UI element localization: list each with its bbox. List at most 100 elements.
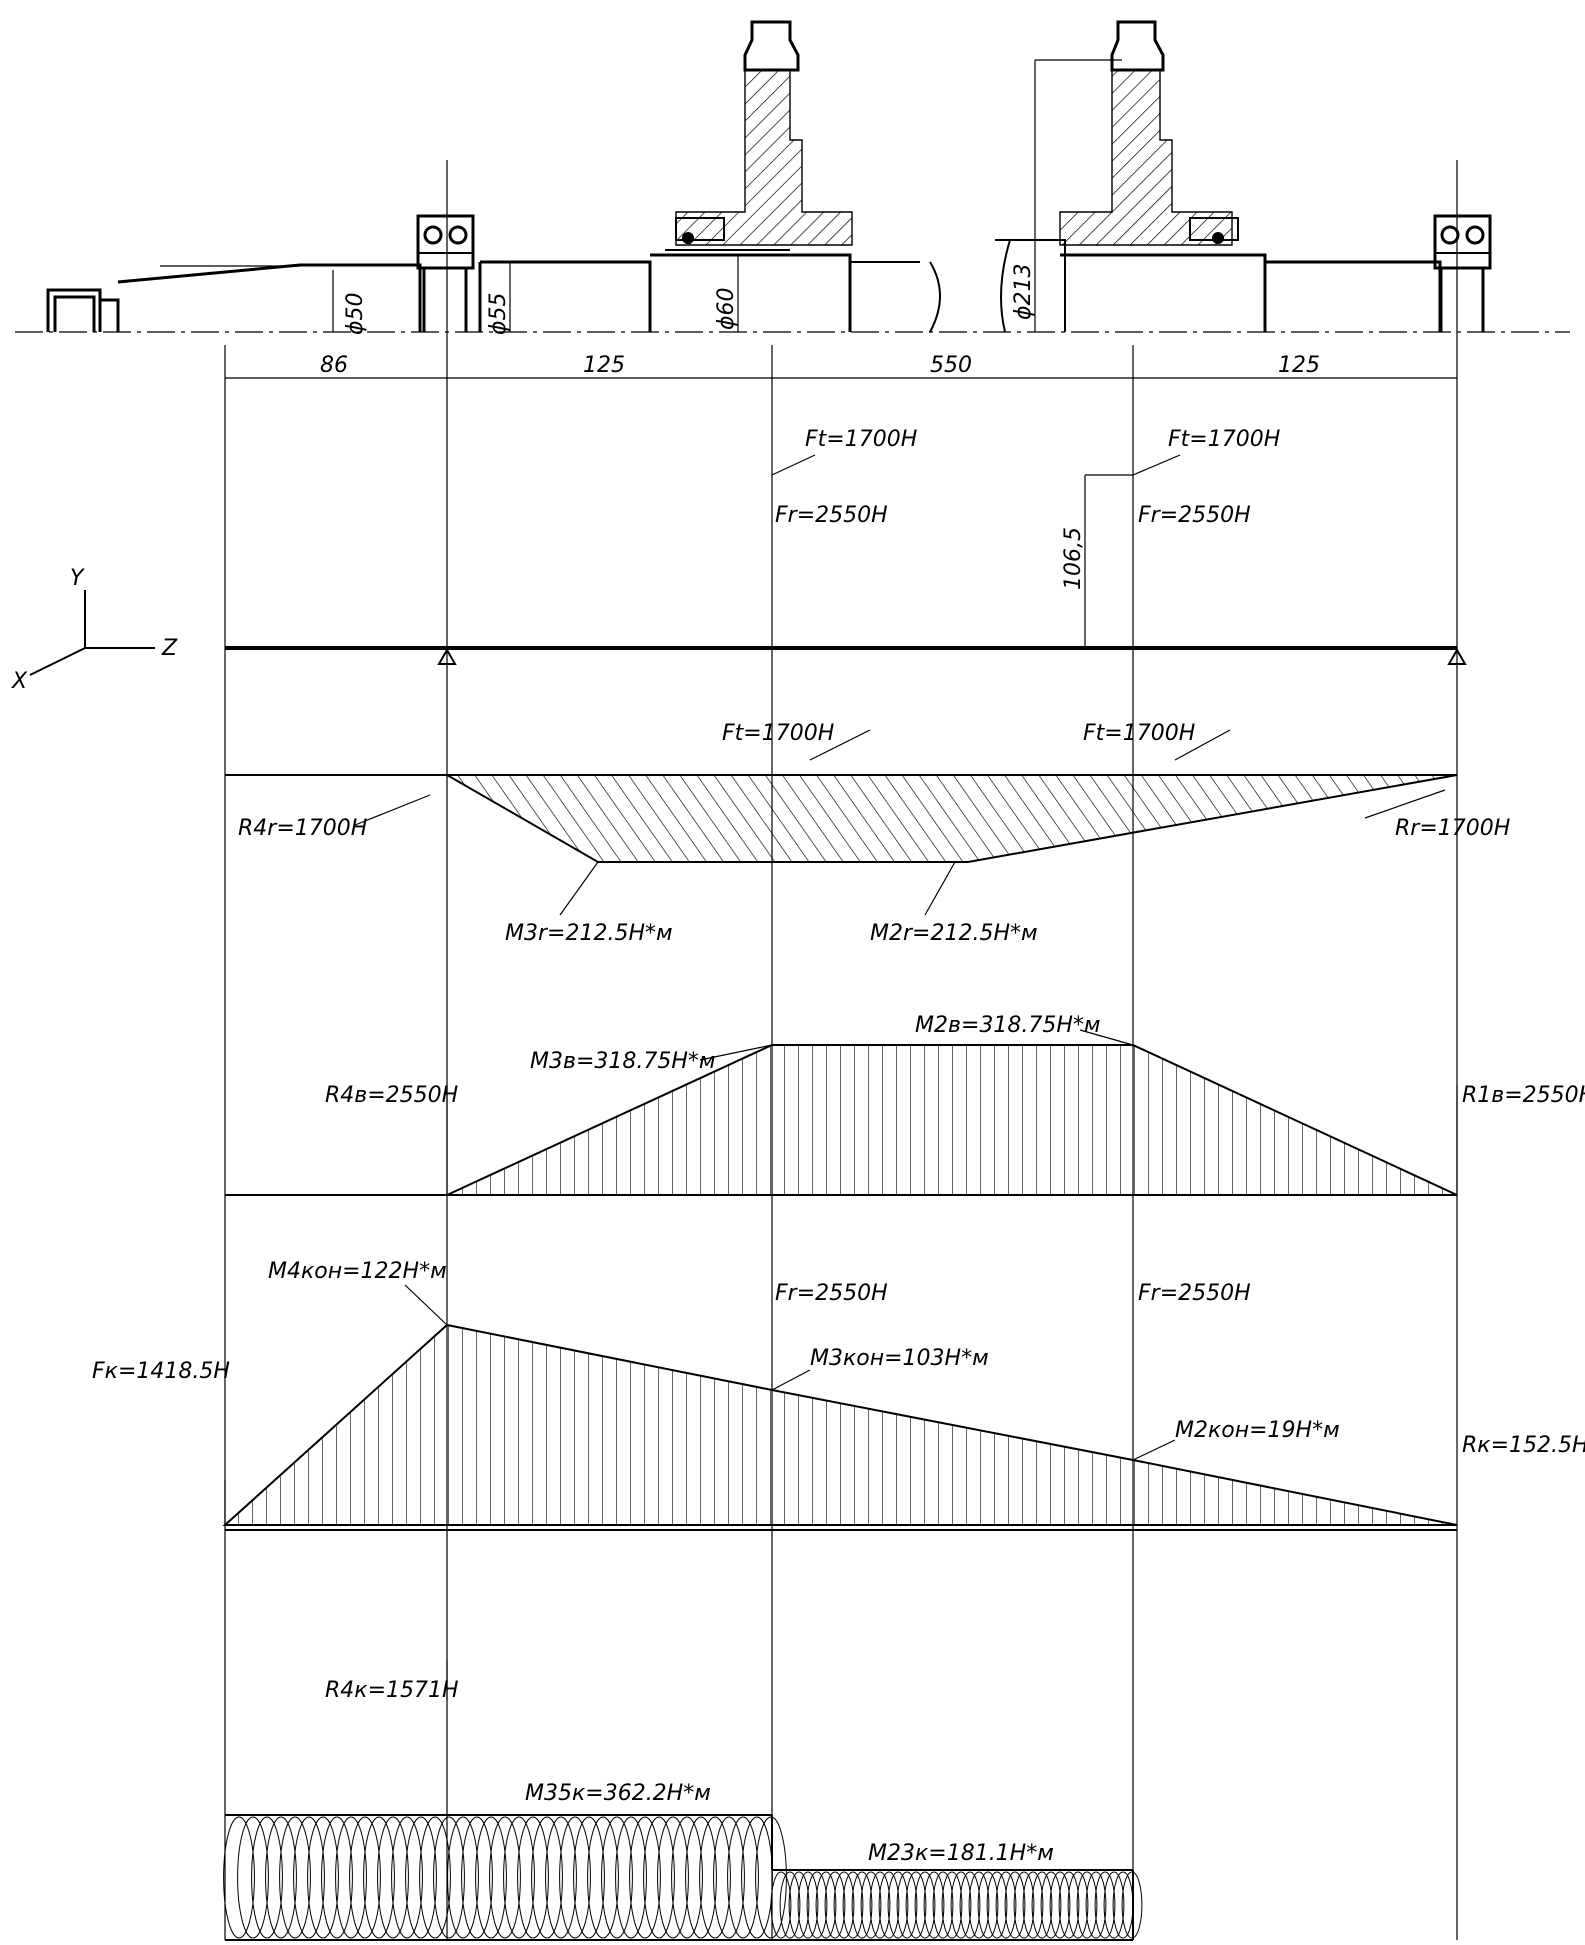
- support-right: [1447, 647, 1467, 665]
- coil-mark: [335, 1816, 367, 1939]
- coil-mark: [377, 1816, 409, 1939]
- coil-mark: [1094, 1871, 1116, 1939]
- coil-mark: [1004, 1871, 1026, 1939]
- coil-mark: [251, 1816, 283, 1939]
- coil-mark: [475, 1816, 507, 1939]
- coil-mark: [727, 1816, 759, 1939]
- coil-mark: [559, 1816, 591, 1939]
- horizontal-moment-diagram: [225, 729, 1458, 916]
- dia213-label: ϕ213: [1011, 263, 1036, 320]
- shaft-drawing: [15, 20, 1570, 333]
- coil-mark: [842, 1871, 864, 1939]
- dim-550: 550: [930, 353, 972, 378]
- h-ft-left: Ft=1700H: [722, 721, 834, 746]
- coil-mark: [671, 1816, 703, 1939]
- coil-mark: [237, 1816, 269, 1939]
- coil-mark: [1103, 1871, 1125, 1939]
- coil-mark: [391, 1816, 423, 1939]
- hub-left: [650, 253, 852, 332]
- coil-mark: [968, 1871, 990, 1939]
- coil-mark: [1040, 1871, 1062, 1939]
- coil-mark: [905, 1871, 927, 1939]
- c-m4-label: M4кон=122H*м: [268, 1259, 447, 1284]
- coil-mark: [699, 1816, 731, 1939]
- dim-125-a: 125: [583, 353, 625, 378]
- coil-mark: [615, 1816, 647, 1939]
- dim-106: 106,5: [1061, 527, 1086, 590]
- c-fk-label: Fк=1418.5H: [92, 1359, 230, 1384]
- h-m3-label: M3r=212.5H*м: [505, 921, 673, 946]
- coil-mark: [307, 1816, 339, 1939]
- coil-mark: [461, 1816, 493, 1939]
- coil-mark: [573, 1816, 605, 1939]
- coil-mark: [995, 1871, 1017, 1939]
- h-m2-label: M2r=212.5H*м: [870, 921, 1038, 946]
- coil-mark: [815, 1871, 837, 1939]
- h-ft-right: Ft=1700H: [1083, 721, 1195, 746]
- coil-mark: [419, 1816, 451, 1939]
- gear-right: [1059, 20, 1239, 246]
- c-fr-left: Fr=2550H: [775, 1281, 888, 1306]
- fr-right-label: Fr=2550H: [1138, 503, 1251, 528]
- coil-mark: [869, 1871, 891, 1939]
- coil-mark: [788, 1871, 810, 1939]
- coil-mark: [643, 1816, 675, 1939]
- coil-mark: [321, 1816, 353, 1939]
- ft-left-label: Ft=1700H: [805, 427, 917, 452]
- coil-mark: [887, 1871, 909, 1939]
- coil-mark: [824, 1871, 846, 1939]
- shaft-left-end: [46, 288, 120, 332]
- dia60-label: ϕ60: [714, 287, 739, 330]
- coil-mark: [741, 1816, 773, 1939]
- coil-mark: [1049, 1871, 1071, 1939]
- coil-mark: [293, 1816, 325, 1939]
- hub-right: [1060, 253, 1267, 332]
- dim-86: 86: [320, 353, 348, 378]
- coil-mark: [1031, 1871, 1053, 1939]
- coil-mark: [685, 1816, 717, 1939]
- coil-mark: [1121, 1871, 1143, 1939]
- c-rk-label: Rк=152.5H: [1462, 1433, 1585, 1458]
- coil-mark: [770, 1871, 792, 1939]
- coil-mark: [932, 1871, 954, 1939]
- shaft-d55: [478, 260, 652, 332]
- axis-z-label: Z: [161, 636, 178, 661]
- coil-mark: [1076, 1871, 1098, 1939]
- coil-mark: [878, 1871, 900, 1939]
- coil-mark: [950, 1871, 972, 1939]
- coil-mark: [1058, 1871, 1080, 1939]
- axis-x-label: X: [11, 669, 28, 694]
- coil-mark: [1112, 1871, 1134, 1939]
- bearing-left: [416, 214, 475, 332]
- v-r1-label: R1в=2550H: [1462, 1083, 1585, 1108]
- c-fr-right: Fr=2550H: [1138, 1281, 1251, 1306]
- coil-mark: [923, 1871, 945, 1939]
- coil-mark: [959, 1871, 981, 1939]
- coil-mark: [1022, 1871, 1044, 1939]
- fr-left-label: Fr=2550H: [775, 503, 888, 528]
- coil-mark: [433, 1816, 465, 1939]
- coil-mark: [363, 1816, 395, 1939]
- coil-mark: [779, 1871, 801, 1939]
- dia55-label: ϕ55: [486, 292, 511, 335]
- coil-mark: [517, 1816, 549, 1939]
- coil-mark: [405, 1816, 437, 1939]
- coil-mark: [851, 1871, 873, 1939]
- t-m23-label: M23к=181.1H*м: [868, 1841, 1054, 1866]
- v-r4-label: R4в=2550H: [325, 1083, 458, 1108]
- dia50-label: ϕ50: [343, 292, 368, 335]
- coil-mark: [713, 1816, 745, 1939]
- dim-125-b: 125: [1278, 353, 1320, 378]
- shaft-taper: [117, 263, 422, 332]
- coils-m35: [223, 1816, 787, 1939]
- c-m2-label: M2кон=19H*м: [1175, 1418, 1340, 1443]
- coil-mark: [601, 1816, 633, 1939]
- cantilever-moment-diagram: [222, 1284, 1458, 1531]
- coil-mark: [489, 1816, 521, 1939]
- vertical-moment-diagram: [225, 1029, 1458, 1196]
- coil-mark: [447, 1816, 479, 1939]
- coil-mark: [349, 1816, 381, 1939]
- v-m3-label: M3в=318.75H*м: [530, 1049, 716, 1074]
- h-r4-label: R4r=1700H: [238, 816, 367, 841]
